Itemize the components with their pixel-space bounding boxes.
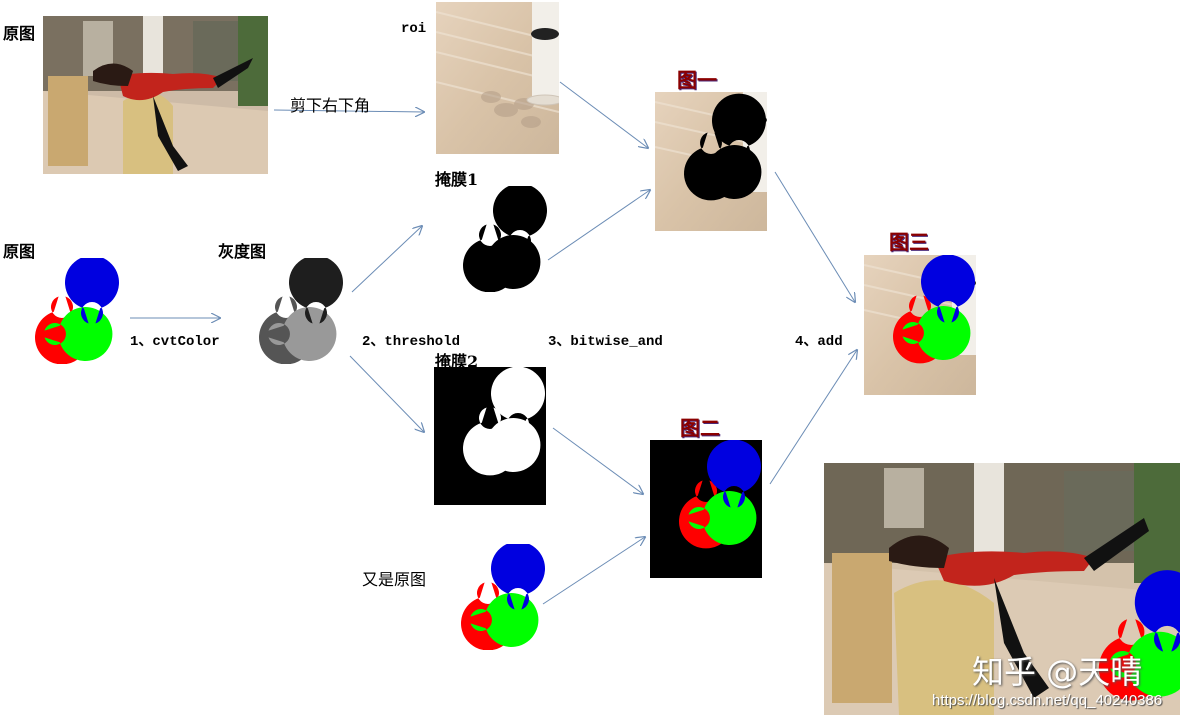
step-add: 4、add: [795, 334, 843, 350]
roi-photo: [436, 2, 559, 154]
label-cut-corner: 剪下右下角: [290, 96, 371, 115]
watermark-url: https://blog.csdn.net/qq_40240386: [932, 692, 1163, 709]
label-figure3: 图三: [889, 230, 929, 254]
figure1-image: [655, 92, 767, 231]
original-photo: [43, 16, 268, 174]
label-mask2: 掩膜2: [435, 352, 479, 371]
opencv-logo-again: [461, 544, 545, 650]
mask1-image: [463, 186, 547, 292]
label-original-mid: 原图: [3, 242, 36, 261]
figure3-image: [864, 255, 976, 395]
opencv-logo-grayscale: [259, 258, 343, 364]
label-again-original: 又是原图: [362, 570, 427, 589]
figure2-image: [650, 440, 762, 578]
label-roi: roi: [401, 21, 427, 37]
step-cvtcolor: 1、cvtColor: [130, 334, 220, 350]
step-threshold: 2、threshold: [362, 334, 461, 350]
label-original-top: 原图: [3, 24, 36, 43]
label-grayscale: 灰度图: [218, 242, 267, 261]
final-result-photo: 知乎 @天晴 https://blog.csdn.net/qq_40240386: [824, 463, 1180, 715]
label-figure2: 图二: [680, 416, 720, 440]
watermark-brand: 知乎 @天晴: [972, 653, 1143, 691]
step-bitwise-and: 3、bitwise_and: [548, 334, 663, 350]
label-figure1: 图一: [677, 68, 717, 92]
mask2-image: [434, 367, 546, 505]
opencv-logo-original: [35, 258, 119, 364]
label-mask1: 掩膜1: [435, 170, 479, 189]
